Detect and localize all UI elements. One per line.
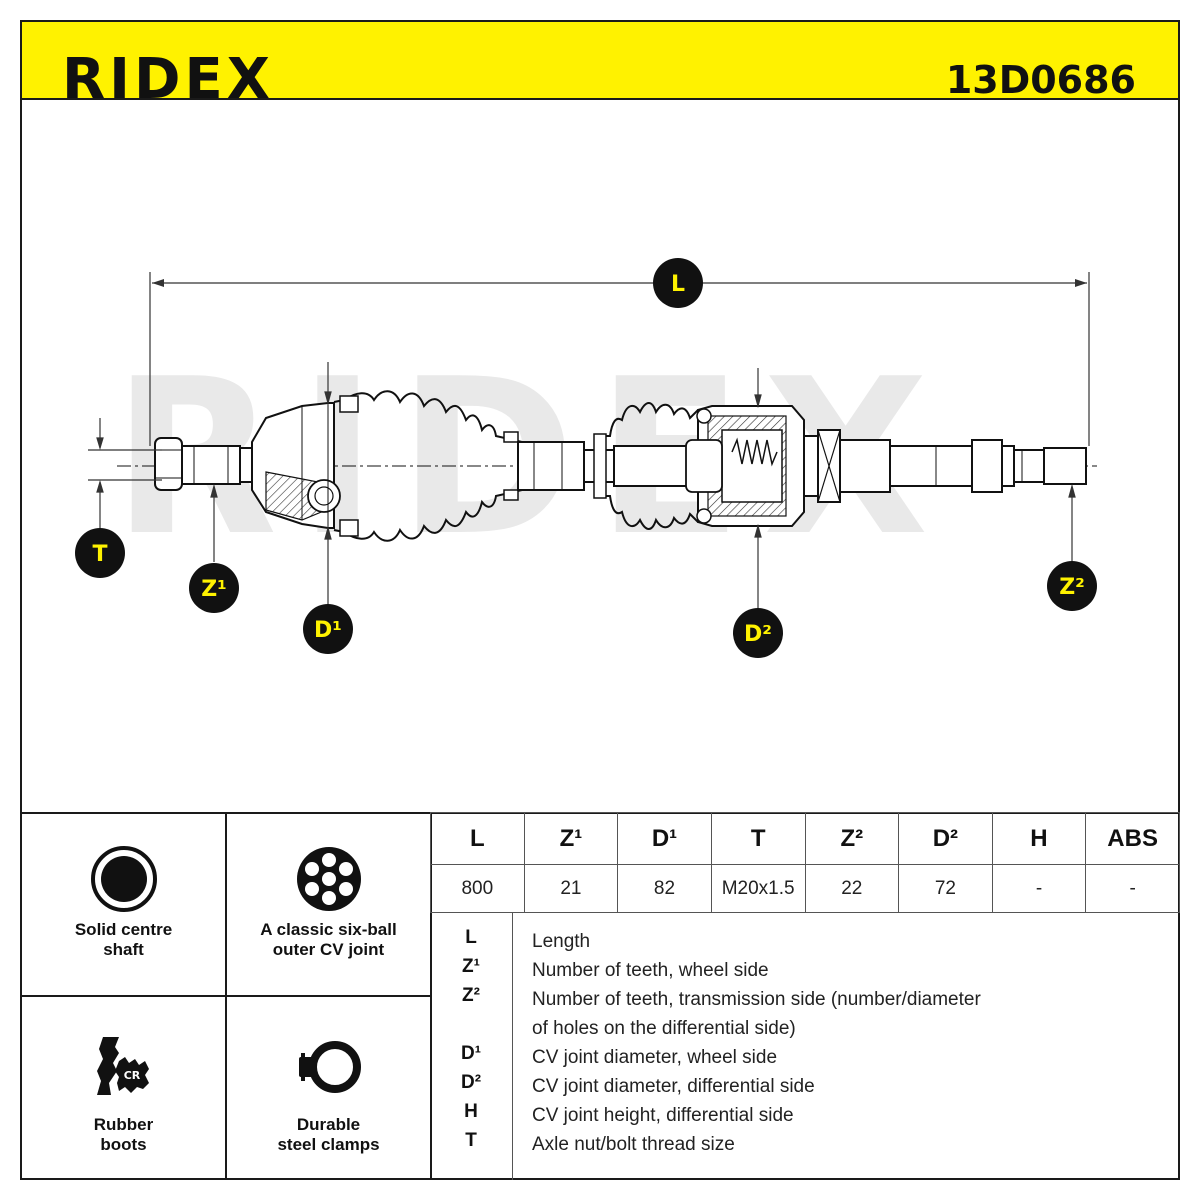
spec-value-Z1: 21 <box>523 864 619 913</box>
legend-symbol: T <box>465 1130 477 1151</box>
z1-leader <box>210 483 218 562</box>
legend-text: of holes on the differential side) <box>532 1018 796 1039</box>
label-Z1: Z¹ <box>189 563 239 613</box>
spec-value-D2: 72 <box>898 864 993 913</box>
legend-text: Axle nut/bolt thread size <box>532 1134 735 1155</box>
svg-text:D¹: D¹ <box>314 618 342 643</box>
drive-shaft-diagram: RIDEX <box>75 258 1097 658</box>
feature-label-line1: Solid centre <box>74 920 173 939</box>
svg-text:D²: D² <box>744 622 772 647</box>
legend-text: Length <box>532 931 591 952</box>
legend-text: Number of teeth, wheel side <box>532 960 769 981</box>
legend-text: CV joint height, differential side <box>532 1105 794 1126</box>
feature-rubber-boots: CR Rubber boots <box>22 997 225 1178</box>
thread-dimension <box>88 418 162 528</box>
label-D1: D¹ <box>303 604 353 654</box>
label-L: L <box>653 258 703 308</box>
z2-leader <box>1068 483 1076 562</box>
feature-label-line1: A classic six-ball <box>260 920 397 939</box>
outer-boot <box>333 390 523 542</box>
spec-value-Z2: 22 <box>804 864 900 913</box>
spec-header-T: T <box>710 812 806 865</box>
solid-shaft-icon <box>91 846 157 912</box>
label-D2: D² <box>733 608 783 658</box>
feature-label-line2: shaft <box>103 940 144 959</box>
legend-symbol: Z² <box>462 985 480 1006</box>
ridex-logo: RIDEX <box>62 48 274 104</box>
legend-text: CV joint diameter, differential side <box>532 1076 815 1097</box>
feature-divider-h <box>20 995 432 997</box>
length-dimension <box>149 272 1090 446</box>
legend-symbol: Z¹ <box>462 956 480 977</box>
legend-text: CV joint diameter, wheel side <box>532 1047 778 1068</box>
brand-logo-text: RIDEX <box>62 48 274 104</box>
feature-label-line2: outer CV joint <box>272 940 385 959</box>
legend-text: Number of teeth, transmission side (numb… <box>532 989 981 1010</box>
legend-divider <box>512 913 513 1180</box>
legend-symbol: H <box>464 1101 478 1122</box>
spec-value-D1: 82 <box>617 864 712 913</box>
svg-text:T: T <box>92 542 107 567</box>
label-T: T <box>75 528 125 578</box>
spec-header-Z2: Z² <box>804 812 900 865</box>
label-Z2: Z² <box>1047 561 1097 611</box>
legend-symbol: D¹ <box>460 1043 482 1064</box>
wheel-side-stub <box>154 437 253 491</box>
svg-text:Z²: Z² <box>1059 575 1085 600</box>
feature-label-line1: Rubber <box>93 1115 154 1134</box>
feature-steel-clamps: Durable steel clamps <box>227 997 430 1178</box>
spec-header-D1: D¹ <box>617 812 712 865</box>
spec-header-ABS: ABS <box>1085 812 1180 865</box>
spec-header-row: L Z¹ D¹ T Z² D² H ABS <box>430 812 1180 865</box>
part-number: 13D0686 <box>945 58 1136 102</box>
feature-label-line1: Durable <box>296 1115 361 1134</box>
svg-text:Z¹: Z¹ <box>201 577 227 602</box>
svg-text:L: L <box>671 272 685 297</box>
outer-cv-joint <box>251 402 341 529</box>
spec-value-row: 800 21 82 M20x1.5 22 72 - - <box>430 864 1180 913</box>
header-bar: RIDEX 13D0686 <box>20 20 1180 104</box>
steel-clamp-icon <box>299 1041 361 1093</box>
spec-value-H: - <box>991 864 1087 913</box>
feature-six-ball-joint: A classic six-ball outer CV joint <box>227 814 430 995</box>
rubber-boot-icon: CR <box>97 1037 149 1095</box>
svg-text:CR: CR <box>124 1069 141 1082</box>
spec-header-D2: D² <box>898 812 993 865</box>
spec-header-H: H <box>991 812 1087 865</box>
transmission-side-stub <box>803 429 1087 503</box>
spec-header-Z1: Z¹ <box>523 812 619 865</box>
spec-value-T: M20x1.5 <box>710 864 806 913</box>
six-ball-joint-icon <box>297 847 361 911</box>
feature-label-line2: boots <box>100 1135 147 1154</box>
legend-symbol: D² <box>460 1072 482 1093</box>
inner-cv-joint <box>613 405 805 527</box>
spec-table: L Z¹ D¹ T Z² D² H ABS 800 21 82 M20x1.5 … <box>430 812 1180 913</box>
feature-label-line2: steel clamps <box>277 1135 380 1154</box>
d2-dimension <box>754 368 762 608</box>
inner-boot <box>593 402 699 530</box>
spec-value-ABS: - <box>1085 864 1180 913</box>
outer-frame <box>20 20 1180 1180</box>
spec-header-L: L <box>430 812 525 865</box>
d1-dimension <box>324 362 332 605</box>
spec-value-L: 800 <box>430 864 525 913</box>
legend-symbol: L <box>465 927 477 948</box>
feature-solid-shaft: Solid centre shaft <box>22 814 225 995</box>
